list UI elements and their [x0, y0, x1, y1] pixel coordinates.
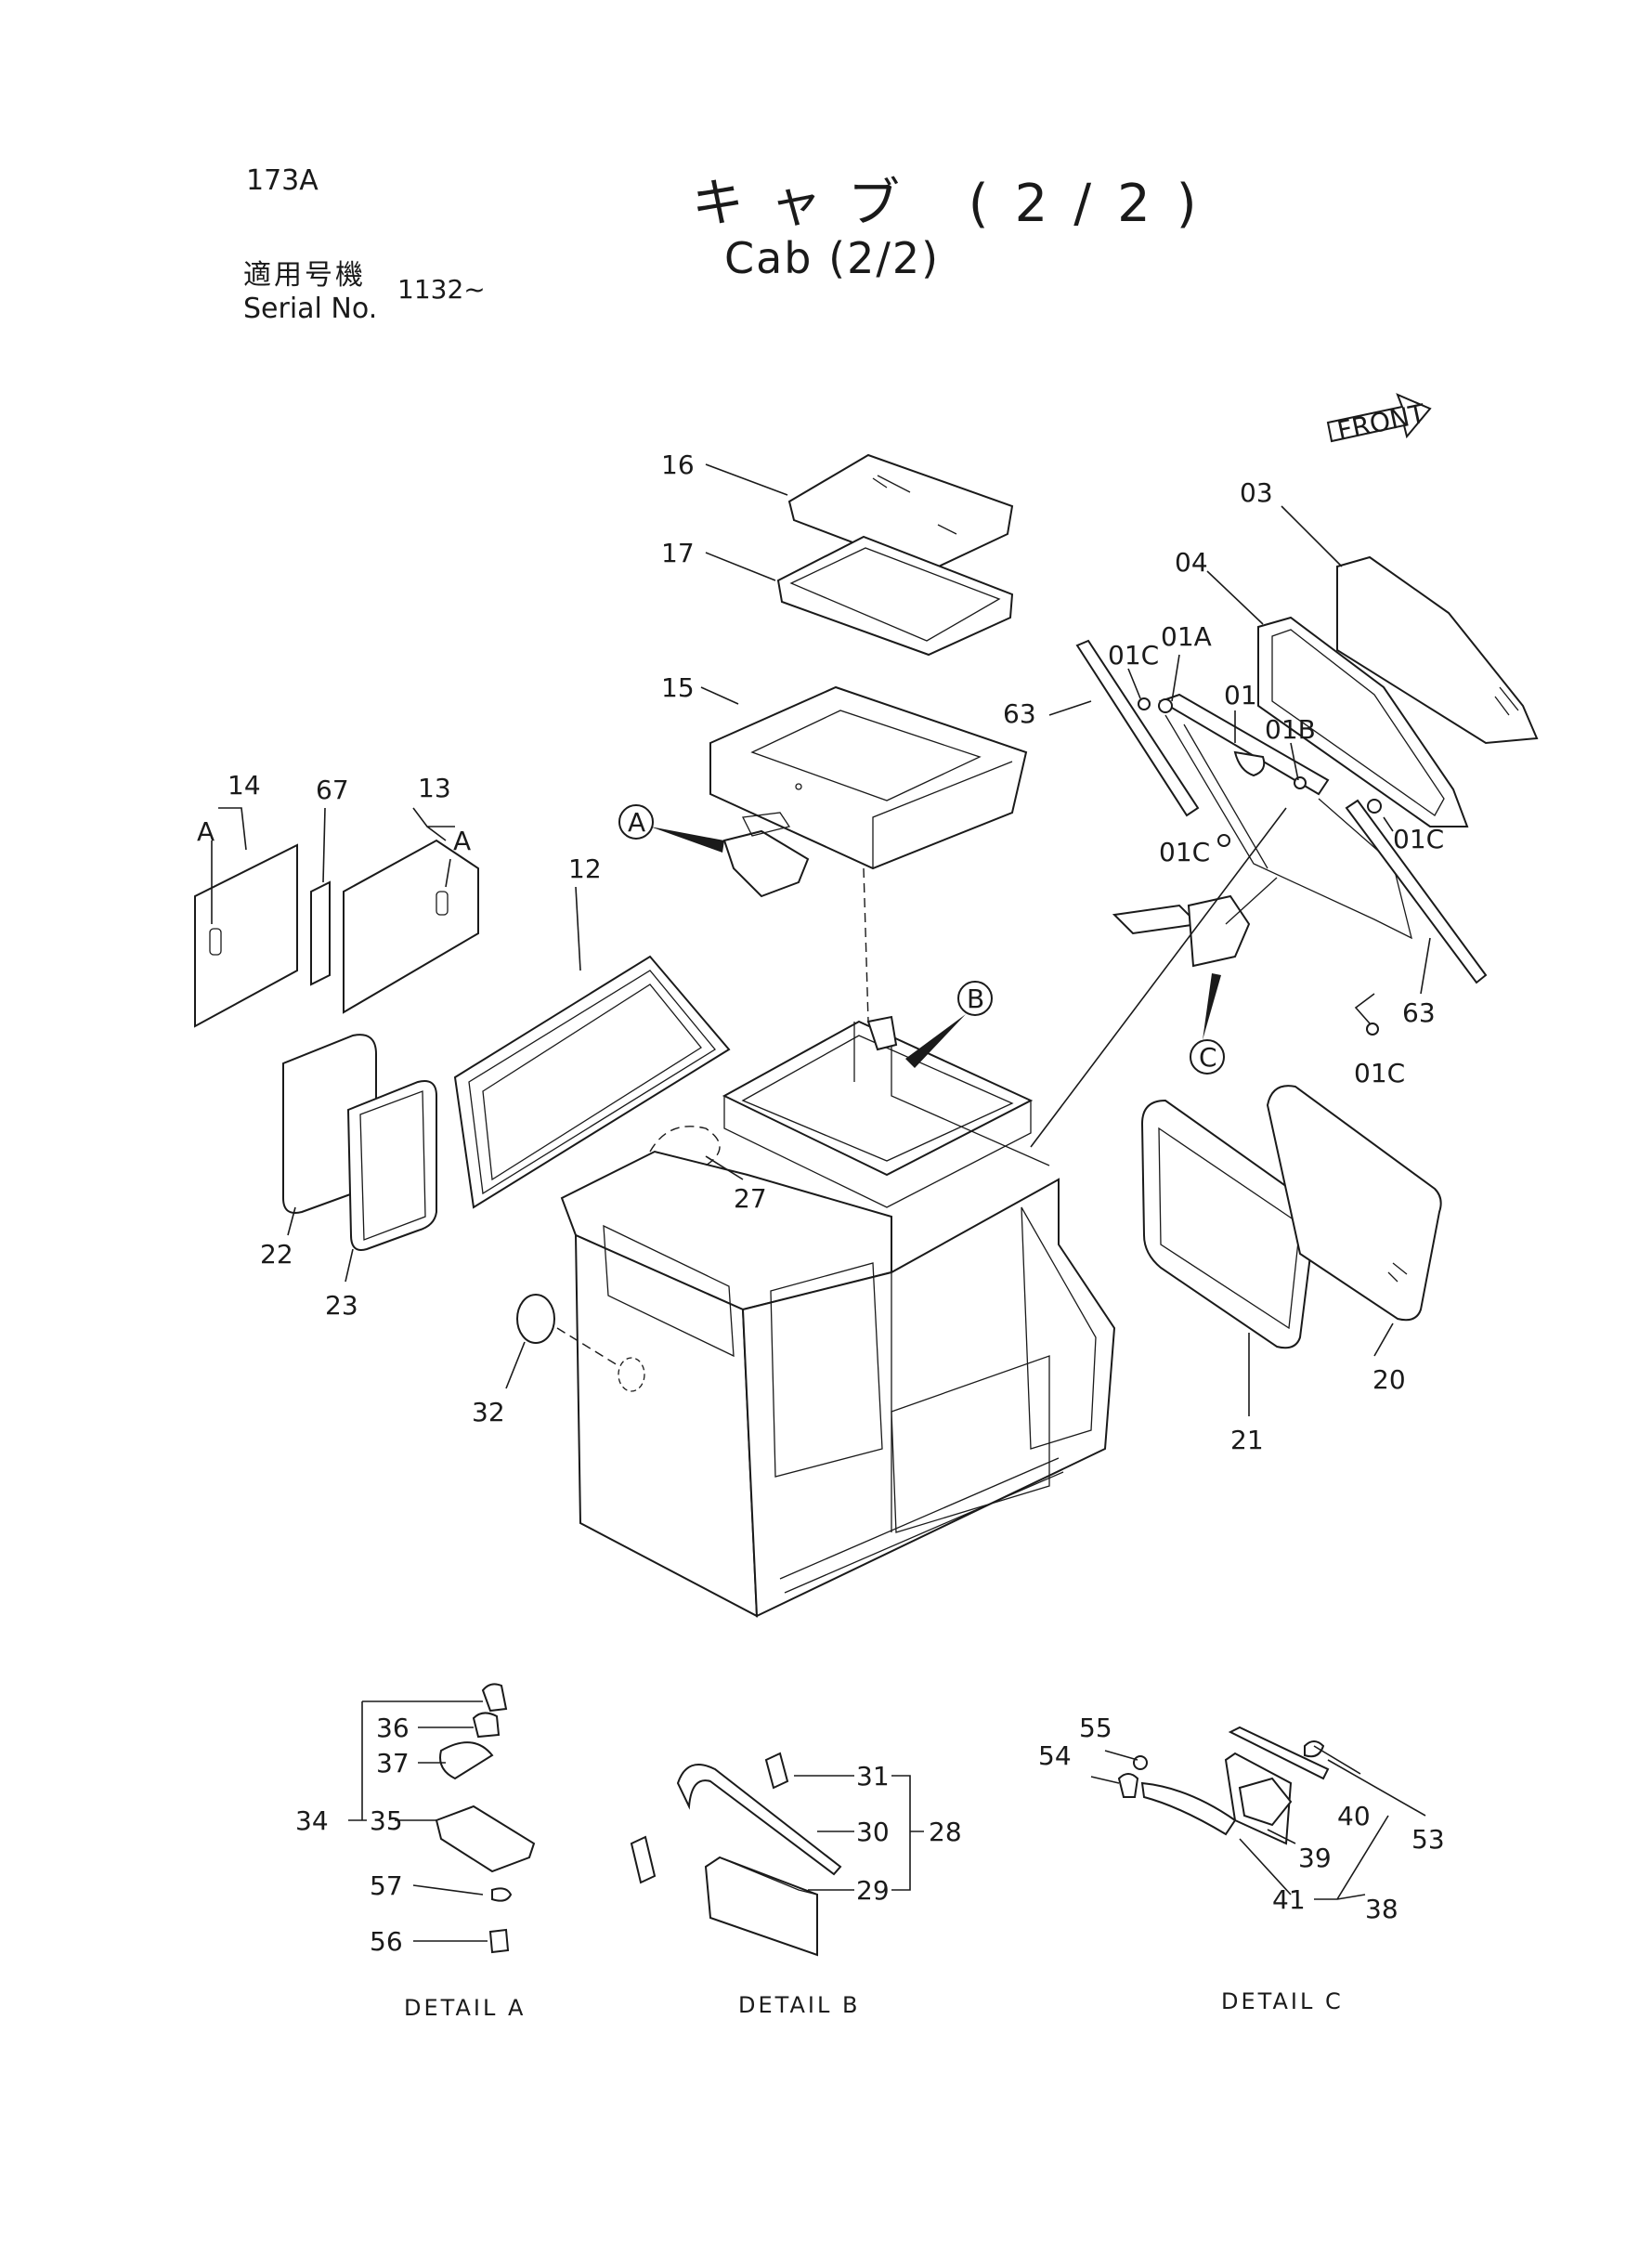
- detail-b-label: DETAIL B: [738, 1992, 860, 2018]
- bolts-01c: [1138, 697, 1382, 1036]
- label-27: 27: [734, 1183, 767, 1214]
- part-63-seal-strips: [1075, 639, 1488, 984]
- part-23-door-seal: [346, 1080, 437, 1251]
- part-17-roof-seal: [776, 535, 1014, 657]
- title-english: Cab (2/2): [724, 233, 941, 283]
- serial-number-value: 1132~: [397, 274, 486, 305]
- callout-b: B: [905, 981, 993, 1068]
- label-28: 28: [929, 1817, 962, 1847]
- label-21: 21: [1230, 1425, 1264, 1455]
- label-12: 12: [568, 853, 602, 884]
- label-63-left: 63: [1003, 698, 1036, 729]
- label-57: 57: [370, 1870, 403, 1901]
- label-38: 38: [1365, 1894, 1398, 1924]
- part-67-seal-strip: [310, 880, 331, 986]
- label-01c-mid: 01C: [1159, 837, 1210, 867]
- label-14-a: A: [197, 816, 215, 847]
- part-15-roof-panel: [709, 685, 1028, 870]
- label-36: 36: [376, 1713, 410, 1743]
- label-29: 29: [856, 1875, 890, 1906]
- label-13-a: A: [453, 826, 471, 856]
- callout-c: C: [1190, 973, 1225, 1075]
- part-21-rear-seal: [1140, 1099, 1317, 1349]
- part-16-roof-glass: [787, 453, 1014, 573]
- label-01: 01: [1224, 680, 1257, 710]
- svg-text:C: C: [1199, 1042, 1217, 1073]
- label-30: 30: [856, 1817, 890, 1847]
- label-01a: 01A: [1161, 621, 1212, 652]
- detail-c-label: DETAIL C: [1221, 1988, 1344, 2014]
- label-16: 16: [661, 449, 695, 480]
- serial-label-japanese: 適用号機: [243, 259, 366, 292]
- label-22: 22: [260, 1239, 293, 1270]
- label-04: 04: [1175, 547, 1208, 578]
- detail-c-wiper-motor: [1117, 1726, 1330, 1845]
- label-01c-top: 01C: [1108, 640, 1159, 671]
- part-13-side-glass: [343, 839, 479, 1014]
- roof-latch-assembly: [722, 812, 810, 898]
- front-direction-sign: FRONT: [1326, 393, 1432, 447]
- part-03-front-glass: [1336, 555, 1539, 745]
- label-20: 20: [1372, 1364, 1406, 1395]
- label-67: 67: [316, 775, 349, 805]
- label-53: 53: [1411, 1824, 1445, 1855]
- detail-a-latch: [435, 1683, 536, 1954]
- label-56: 56: [370, 1926, 403, 1957]
- title-japanese: キャブ (2/2): [692, 174, 1223, 234]
- detail-a-label: DETAIL A: [404, 1995, 526, 2021]
- label-01b: 01B: [1265, 714, 1316, 745]
- cab-roof-frame: [722, 1015, 1050, 1208]
- label-32: 32: [472, 1397, 505, 1427]
- label-40: 40: [1337, 1801, 1371, 1831]
- svg-text:B: B: [967, 984, 984, 1014]
- label-55: 55: [1079, 1713, 1112, 1743]
- cab-body: [560, 1150, 1116, 1618]
- detail-b-handle: [630, 1752, 842, 1957]
- label-14: 14: [228, 770, 261, 801]
- label-63-right: 63: [1402, 997, 1436, 1028]
- label-17: 17: [661, 538, 695, 568]
- label-01c-bottom: 01C: [1354, 1058, 1405, 1088]
- label-54: 54: [1038, 1740, 1072, 1771]
- part-32-cap: [516, 1294, 645, 1392]
- label-41: 41: [1272, 1884, 1306, 1915]
- label-37: 37: [376, 1748, 410, 1778]
- part-20-rear-glass: [1266, 1085, 1442, 1322]
- wiper-motor-assembly: [1112, 877, 1278, 968]
- part-14-side-glass: [194, 843, 298, 1028]
- svg-text:A: A: [628, 807, 645, 838]
- page-number: 173A: [246, 164, 319, 197]
- part-04-front-seal: [1257, 616, 1469, 827]
- label-35: 35: [370, 1805, 403, 1836]
- front-label: FRONT: [1334, 397, 1428, 446]
- serial-label-english: Serial No.: [243, 293, 378, 325]
- label-13: 13: [418, 773, 451, 803]
- label-03: 03: [1240, 477, 1273, 508]
- callout-a-roof: A: [618, 804, 724, 853]
- label-31: 31: [856, 1761, 890, 1791]
- label-34: 34: [295, 1805, 329, 1836]
- label-39: 39: [1298, 1843, 1332, 1873]
- part-01-frame-assembly: [1158, 693, 1412, 940]
- part-12-windshield-frame: [453, 955, 731, 1209]
- label-15: 15: [661, 672, 695, 703]
- label-01c-right: 01C: [1393, 824, 1444, 854]
- label-23: 23: [325, 1290, 358, 1321]
